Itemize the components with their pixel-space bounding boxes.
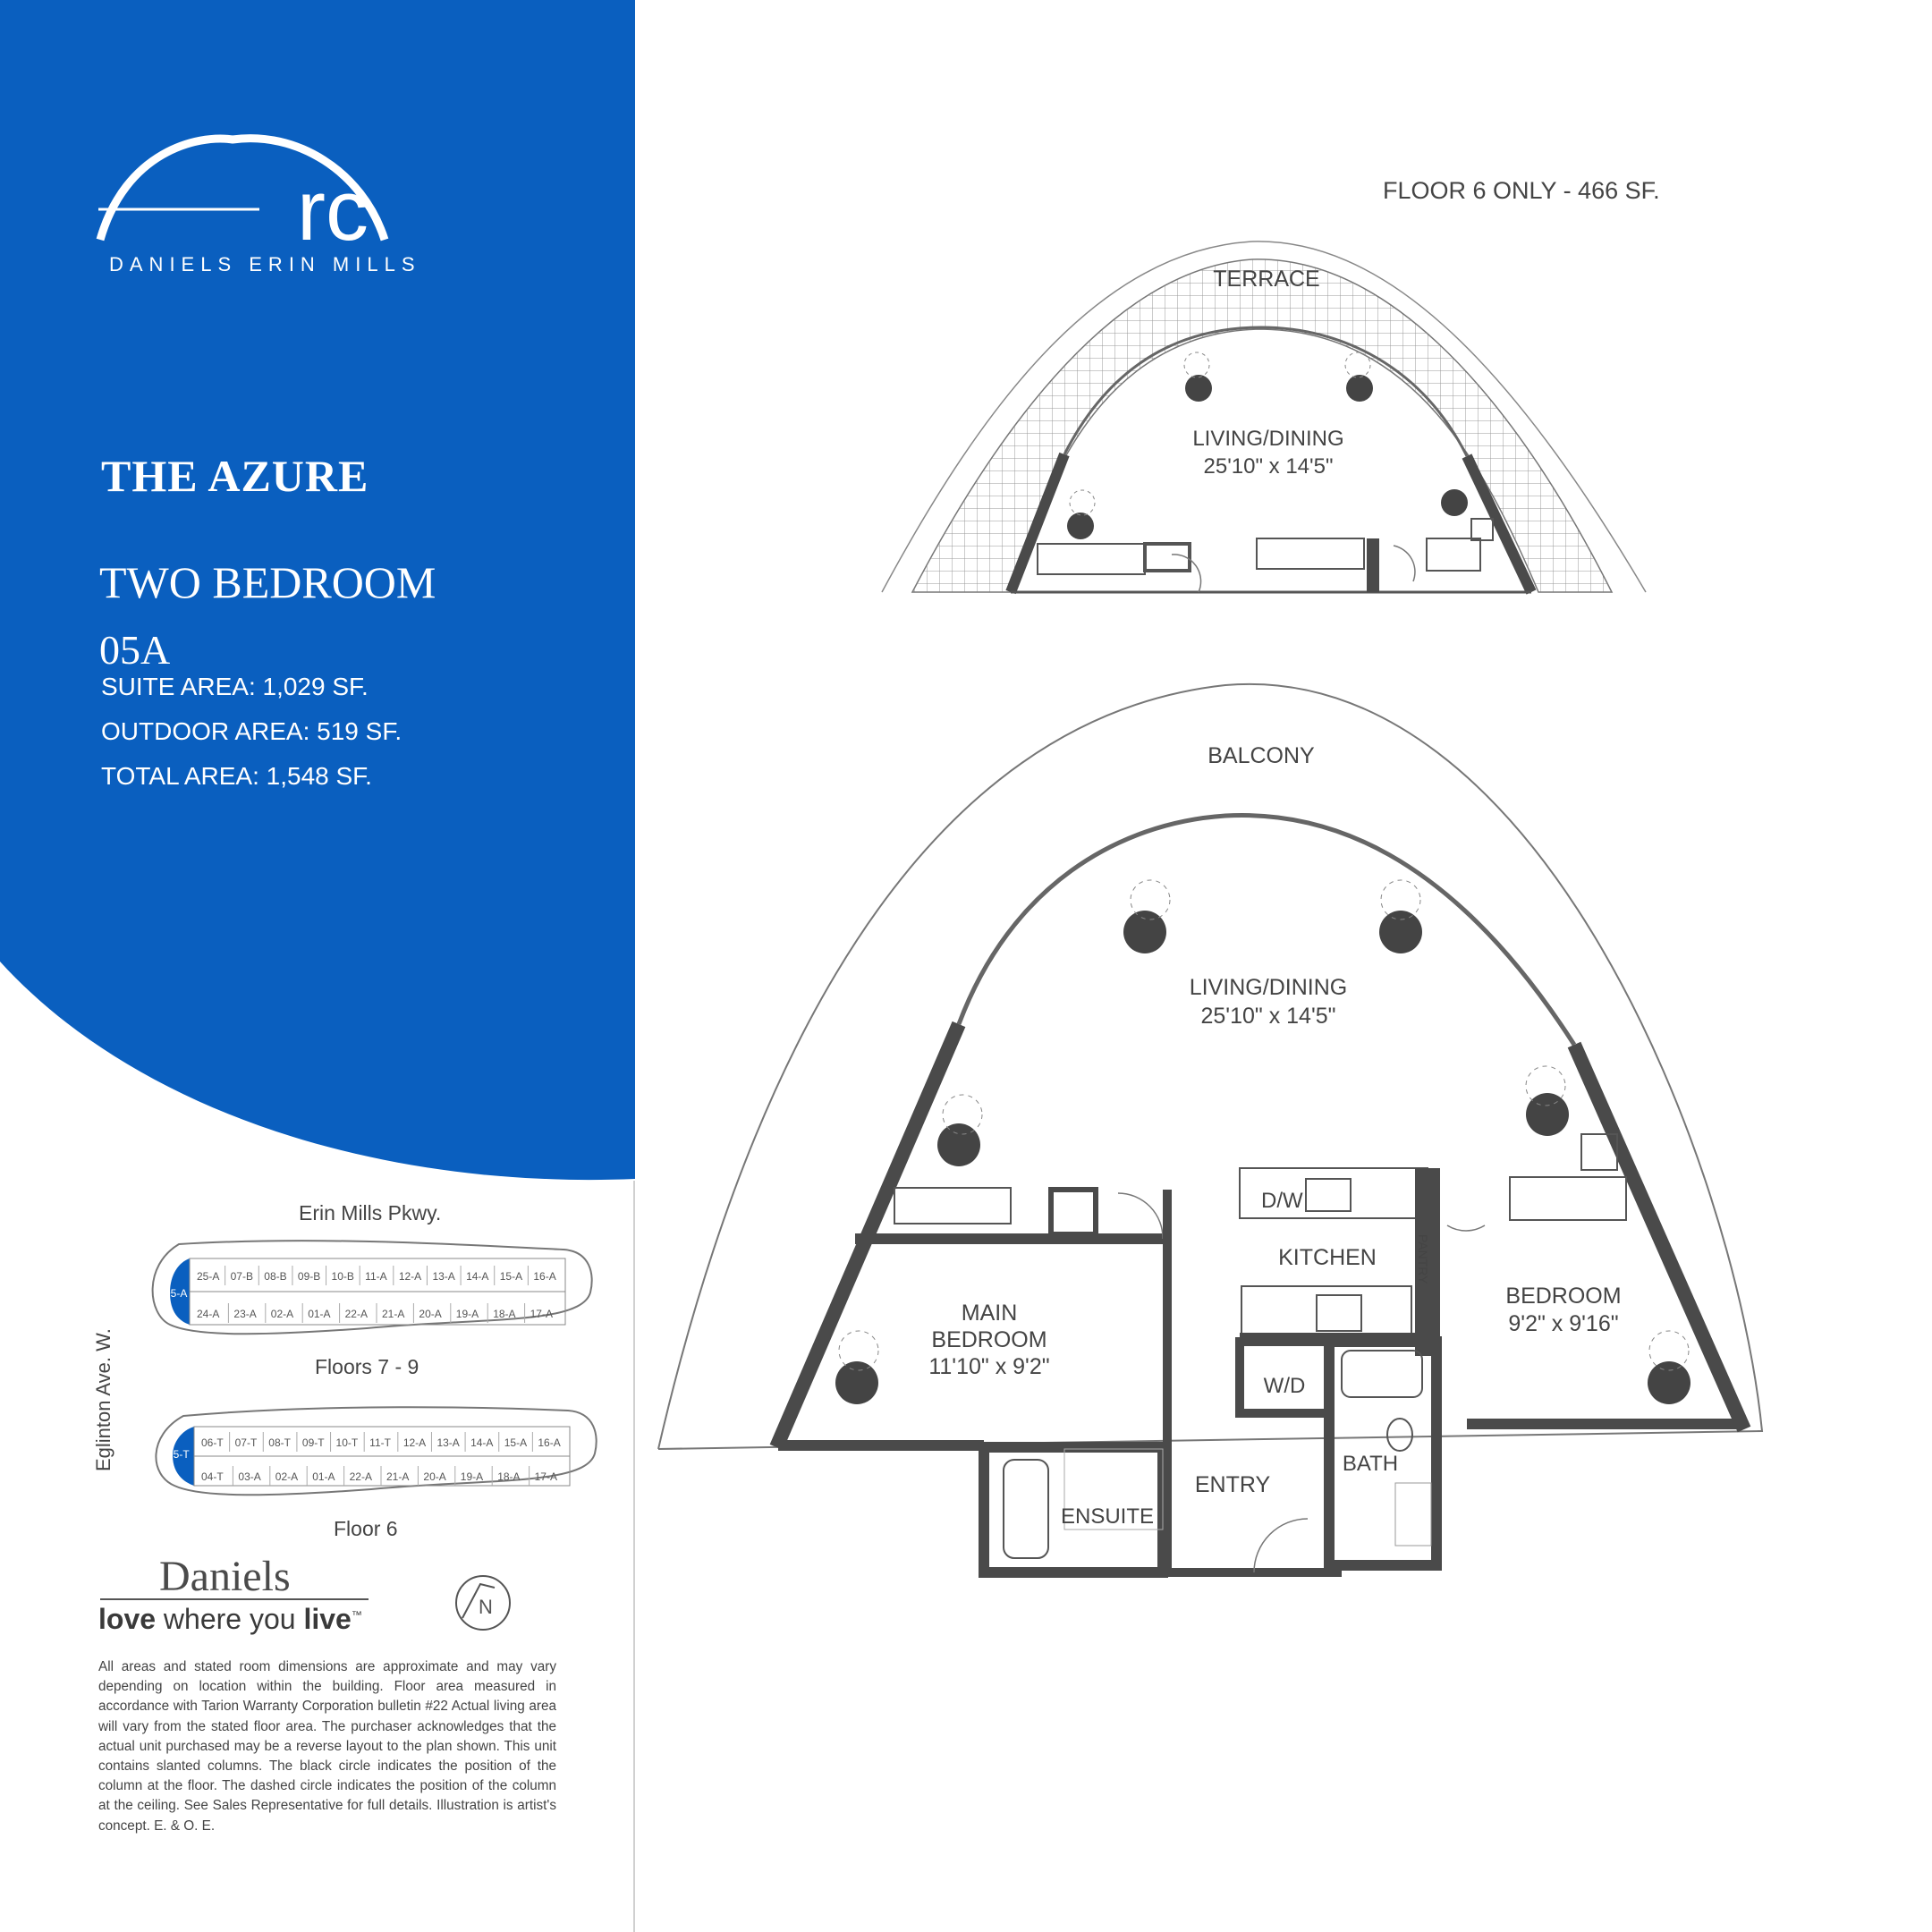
panel-divider [633,1181,635,1932]
key-plan-unit: 19-A [461,1470,483,1483]
caption-upper: Floors 7 - 9 [315,1355,419,1378]
key-plan-unit: 15-A [504,1436,527,1449]
suite-name: THE AZURE [101,451,369,501]
living-dim: 25'10" x 14'5" [1200,1004,1335,1029]
key-plan-unit: 08-T [268,1436,291,1449]
floor6-note: FLOOR 6 ONLY - 466 SF. [1383,177,1660,204]
key-plan-unit: 03-A [238,1470,260,1483]
suite-code: 05A [99,627,171,673]
logo-subtitle: DANIELS ERIN MILLS [109,253,421,275]
key-plan-unit: 21-A [386,1470,409,1483]
bath-label: BATH [1343,1452,1398,1476]
bedroom-label: BEDROOM [1505,1284,1621,1309]
north-arrow-icon: N [455,1575,511,1631]
key-plan-unit: 14-A [470,1436,493,1449]
key-plan-unit: 11-A [365,1270,386,1283]
main-bedroom-label-1: MAIN [962,1301,1018,1326]
key-plan-unit: 04-T [201,1470,224,1483]
key-plan-unit: 20-A [419,1308,441,1320]
key-plan-unit: 07-B [231,1270,253,1283]
dw-label: D/W [1261,1189,1303,1213]
key-plan-upper: 25-A 07-B 08-B 09-B 10-B 11-A 12-A 13-A 14-A 15-A… [151,1240,593,1335]
key-plan-unit: 13-A [432,1270,454,1283]
key-plan-unit: 17-A [535,1470,557,1483]
suite-area: SUITE AREA: 1,029 SF. [101,673,369,700]
key-plan-unit: 16-A [533,1270,555,1283]
key-plan-unit: 21-A [382,1308,404,1320]
kitchen-label: KITCHEN [1278,1245,1377,1270]
key-plan-lower: 06-T 07-T 08-T 09-T 10-T 11-T 12-A 13-A 14-A 15-A… [155,1406,597,1496]
north-label: N [479,1596,493,1618]
brand-panel [0,0,635,1181]
key-plan-unit: 14-A [466,1270,488,1283]
key-plan-unit: 02-A [275,1470,298,1483]
key-plan-unit: 01-A [308,1308,330,1320]
caption-lower: Floor 6 [334,1517,398,1540]
key-plan-unit: 09-T [302,1436,325,1449]
arc-logo: rc [96,134,389,250]
key-plan-unit: 13-A [436,1436,459,1449]
key-plan-unit: 17-A [530,1308,553,1320]
key-plan-unit: 22-A [350,1470,372,1483]
wd-label: W/D [1264,1374,1306,1398]
key-plan-unit: 02-A [271,1308,293,1320]
key-plan-unit: 10-B [332,1270,354,1283]
entry-label: ENTRY [1195,1472,1271,1497]
company-name: Daniels [159,1553,291,1600]
tagline: love where you live™ [98,1603,362,1635]
living-label: LIVING/DINING [1190,975,1347,1000]
key-plan-unit: 16-A [538,1436,560,1449]
main-bedroom-label-2: BEDROOM [931,1327,1046,1352]
key-plan-highlight-unit: 05-T [167,1448,190,1461]
key-plan-unit: 12-A [399,1270,421,1283]
bedroom-dim: 9'2" x 9'16" [1508,1311,1618,1336]
key-plan-unit: 10-T [336,1436,359,1449]
key-plan-unit: 22-A [345,1308,368,1320]
key-plan-unit: 19-A [456,1308,479,1320]
outdoor-area: OUTDOOR AREA: 519 SF. [101,717,402,745]
key-plan-unit: 15-A [500,1270,522,1283]
floor6-living-dim: 25'10" x 14'5" [1204,454,1334,479]
key-plan-unit: 18-A [493,1308,515,1320]
logo-text: rc [297,163,369,250]
key-plan-unit: 06-T [201,1436,224,1449]
total-area: TOTAL AREA: 1,548 SF. [101,762,372,790]
disclaimer: All areas and stated room dimensions are… [98,1659,556,1834]
floor6-living-label: LIVING/DINING [1192,427,1343,451]
suite-type: TWO BEDROOM [99,557,436,607]
key-plan-unit: 09-B [298,1270,320,1283]
main-floor-plan: BALCONY LIVING/DINING 25'10" x 14'5" D/W… [657,682,1764,1578]
brand-rule [100,1598,369,1600]
floor6-plan: TERRACE LIVING/DINING 25'10" x 14'5" [881,241,1647,595]
key-plan-unit: 23-A [233,1308,256,1320]
street-top: Erin Mills Pkwy. [299,1201,442,1224]
ensuite-label: ENSUITE [1061,1504,1154,1529]
terrace-label: TERRACE [1213,267,1319,292]
pantry-label: PANTRY [1416,1234,1430,1284]
key-plan-unit: 24-A [197,1308,219,1320]
key-plan-unit: 18-A [497,1470,520,1483]
street-side: Eglinton Ave. W. [92,1328,114,1471]
key-plan-unit: 07-T [235,1436,258,1449]
key-plan-unit: 12-A [403,1436,426,1449]
key-plan-unit: 01-A [312,1470,335,1483]
key-plan-unit: 20-A [423,1470,445,1483]
key-plan-unit: 08-B [264,1270,286,1283]
key-plan-highlight-unit: 05-A [165,1287,187,1300]
key-plan-unit: 11-T [369,1436,391,1449]
key-plan-unit: 25-A [197,1270,219,1283]
balcony-label: BALCONY [1208,743,1315,768]
main-bedroom-dim: 11'10" x 9'2" [928,1354,1049,1379]
